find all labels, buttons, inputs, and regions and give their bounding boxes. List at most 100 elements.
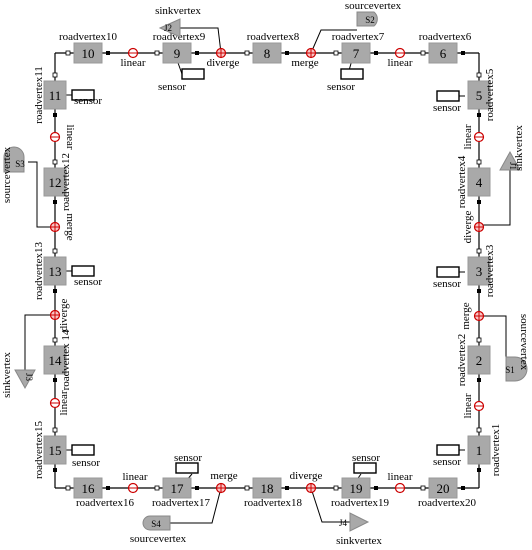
port [477, 289, 481, 293]
source-caption: sourcevertex [518, 314, 530, 371]
junction-linear: linear [122, 471, 148, 494]
sensor-label: sensor [174, 452, 202, 464]
road-vertex-label: roadvertex18 [244, 497, 303, 509]
port [65, 50, 71, 56]
port [52, 159, 58, 165]
sensor-box [71, 89, 95, 101]
sensor-box [436, 90, 460, 102]
port [195, 486, 199, 490]
junction-linear: linear [120, 47, 146, 69]
port [476, 427, 482, 433]
junction-label: diverge [290, 470, 323, 482]
port [476, 248, 482, 254]
port [374, 51, 378, 55]
road-vertex-label: roadvertex10 [59, 31, 118, 43]
road-vertex-number: 8 [264, 46, 271, 61]
road-vertex-number: 9 [174, 46, 181, 61]
road-vertex-number: 4 [476, 175, 483, 190]
junction-label: merge [210, 470, 237, 482]
sensor-box [71, 265, 95, 277]
junction-linear: linear [49, 124, 76, 150]
sensor: sensor [158, 68, 205, 93]
sink-shape [349, 512, 370, 532]
port [461, 486, 465, 490]
road-vertex-box [341, 477, 371, 499]
port [476, 159, 482, 165]
sink-vertex-j1: J1 sinkvertex [499, 125, 525, 171]
port [53, 113, 57, 117]
source-caption: sourcevertex [1, 146, 13, 203]
road-vertex-label: roadvertex3 [484, 244, 496, 297]
road-vertex-number: 12 [49, 175, 62, 190]
sensor-box [71, 444, 95, 456]
sink-vertex-j3: J3 sinkvertex [1, 352, 36, 398]
road-vertex-box [43, 435, 67, 465]
connector-lines [24, 27, 515, 524]
road-vertex-number: 7 [353, 46, 360, 61]
sink-caption: sinkvertex [155, 5, 201, 17]
sensor: sensor [433, 90, 461, 114]
road-vertex-number: 19 [350, 481, 363, 496]
road-vertex-number: 20 [437, 481, 450, 496]
sensor: sensor [433, 266, 461, 290]
port [106, 51, 110, 55]
road-vertex-4: 4 roadvertex4 [456, 155, 491, 208]
road-vertex-label: roadvertex2 [456, 334, 468, 387]
road-vertex-label: roadvertex4 [456, 155, 468, 208]
road-vertex-box [43, 167, 67, 197]
sink-vertex-j4: J4 sinkvertex [336, 512, 382, 547]
junction-label: linear [58, 390, 70, 415]
port [154, 50, 160, 56]
road-vertex-7: 7 roadvertex7 [332, 31, 385, 64]
port [53, 378, 57, 382]
sink-vertex-j2: J2 sinkvertex [155, 5, 201, 38]
junction-merge: merge [460, 302, 485, 330]
road-vertex-number: 13 [49, 264, 62, 279]
road-vertex-label: roadvertex7 [332, 31, 385, 43]
port [52, 337, 58, 343]
sensor-label: sensor [158, 81, 186, 93]
road-vertex-box [252, 42, 282, 64]
sensor-label: sensor [74, 95, 102, 107]
junction-label: linear [120, 57, 145, 69]
sink-caption: sinkvertex [513, 125, 525, 171]
junction-merge: merge [291, 47, 319, 69]
road-vertex-number: 6 [440, 46, 447, 61]
junction-linear: linear [49, 390, 70, 416]
road-vertex-label: roadvertex8 [247, 31, 300, 43]
road-vertex-box [467, 435, 491, 465]
source-shape [3, 146, 25, 173]
junction-label: linear [462, 393, 474, 418]
source-caption: sourcevertex [345, 0, 402, 12]
junction-label: merge [64, 213, 76, 240]
sensor: sensor [71, 444, 100, 469]
port [244, 485, 250, 491]
junction-label: linear [64, 124, 76, 149]
sink-shape [158, 18, 181, 38]
road-vertex-label: roadvertex5 [484, 68, 496, 121]
sink-label: J4 [339, 518, 348, 528]
road-vertex-label: roadvertex 14 [60, 329, 72, 390]
road-vertex-number: 3 [476, 264, 483, 279]
port [477, 113, 481, 117]
sensor-box [436, 266, 460, 278]
sensor-box [353, 462, 377, 474]
road-vertex-label: roadvertex17 [152, 497, 211, 509]
sensor-links [66, 59, 465, 482]
sink-label: J1 [508, 162, 518, 170]
sink-caption: sinkvertex [336, 535, 382, 547]
road-vertex-8: 8 roadvertex8 [244, 31, 300, 64]
road-vertex-box [43, 256, 67, 286]
junction-label: linear [462, 124, 474, 149]
road-vertex-box [341, 42, 371, 64]
port [106, 486, 110, 490]
